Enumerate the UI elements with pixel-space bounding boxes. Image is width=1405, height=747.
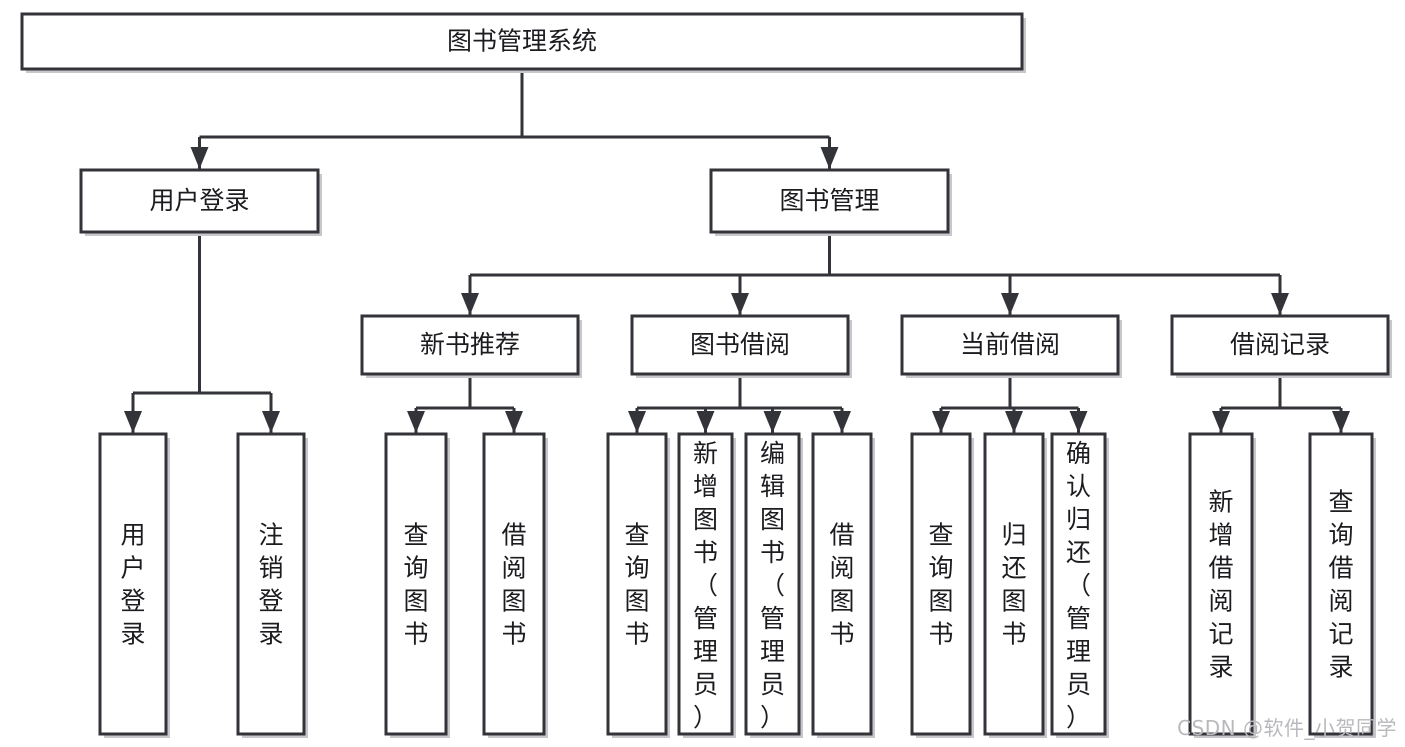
node-leaf-query-book-1[interactable]: 查询图书 <box>384 432 450 738</box>
arrow-head-icon <box>820 147 839 169</box>
node-box[interactable] <box>900 314 1120 376</box>
node-leaf-query-book-2[interactable]: 查询图书 <box>606 432 670 738</box>
node-box[interactable] <box>677 432 734 736</box>
node-box[interactable] <box>630 314 850 376</box>
arrow-head-icon <box>1271 293 1289 315</box>
node-book-borrow[interactable]: 图书借阅 <box>630 314 852 378</box>
node-box[interactable] <box>1050 432 1107 736</box>
node-label: 当前借阅 <box>960 330 1060 359</box>
node-label: 用户登录 <box>149 186 249 215</box>
node-leaf-query-record[interactable]: 查询借阅记录 <box>1308 432 1376 738</box>
node-box[interactable] <box>79 168 320 234</box>
arrow-head-icon <box>124 411 142 433</box>
node-label: 借阅图书 <box>501 521 526 649</box>
node-box[interactable] <box>606 432 668 736</box>
node-box[interactable] <box>1170 314 1390 376</box>
node-box[interactable] <box>236 432 306 736</box>
node-label: 查询图书 <box>928 521 953 649</box>
arrow-head-icon <box>833 411 851 433</box>
node-box[interactable] <box>482 432 546 736</box>
node-leaf-borrow-book-2[interactable]: 借阅图书 <box>811 432 875 738</box>
node-box[interactable] <box>983 432 1045 736</box>
node-box[interactable] <box>1308 432 1374 736</box>
node-box[interactable] <box>1188 432 1254 736</box>
watermark-text: CSDN @软件_小贺同学 <box>1177 716 1397 740</box>
node-book-manage[interactable]: 图书管理 <box>709 168 952 236</box>
arrow-head-icon <box>1005 411 1023 433</box>
node-label: 借阅记录 <box>1230 330 1330 359</box>
arrow-head-icon <box>461 293 479 315</box>
node-leaf-borrow-book-1[interactable]: 借阅图书 <box>482 432 548 738</box>
node-box[interactable] <box>744 432 801 736</box>
node-new-book-recommend[interactable]: 新书推荐 <box>360 314 582 378</box>
node-current-borrow[interactable]: 当前借阅 <box>900 314 1122 378</box>
arrow-head-icon <box>932 411 950 433</box>
arrow-head-icon <box>1212 411 1230 433</box>
node-label: 查询图书 <box>403 521 428 649</box>
node-label: 图书管理 <box>779 186 879 215</box>
node-label: 确认归还（管理员） <box>1066 439 1091 732</box>
node-label: 新书推荐 <box>420 330 520 359</box>
arrow-head-icon <box>1069 411 1088 433</box>
arrow-head-icon <box>731 293 749 315</box>
node-box[interactable] <box>360 314 580 376</box>
node-label: 查询图书 <box>624 521 649 649</box>
node-leaf-add-record[interactable]: 新增借阅记录 <box>1188 432 1256 738</box>
node-box[interactable] <box>910 432 972 736</box>
node-leaf-query-book-3[interactable]: 查询图书 <box>910 432 974 738</box>
node-box[interactable] <box>384 432 448 736</box>
node-leaf-edit-book[interactable]: 编辑图书（管理员） <box>744 432 803 738</box>
node-root[interactable]: 图书管理系统 <box>20 12 1026 73</box>
arrow-head-icon <box>262 411 280 433</box>
node-label: 查询借阅记录 <box>1328 488 1353 682</box>
arrow-head-icon <box>763 411 782 433</box>
node-label: 用户登录 <box>120 521 145 649</box>
node-user-login[interactable]: 用户登录 <box>79 168 322 236</box>
arrow-head-icon <box>1001 293 1019 315</box>
nodes-layer: 图书管理系统用户登录图书管理新书推荐图书借阅当前借阅借阅记录用户登录注销登录查询… <box>20 12 1392 738</box>
arrow-head-icon <box>190 147 209 169</box>
node-label: 新增借阅记录 <box>1208 488 1233 682</box>
node-label: 注销登录 <box>258 521 283 649</box>
arrow-head-icon <box>505 411 523 433</box>
node-label: 图书借阅 <box>690 330 790 359</box>
node-borrow-record[interactable]: 借阅记录 <box>1170 314 1392 378</box>
arrow-head-icon <box>696 411 715 433</box>
node-box[interactable] <box>98 432 168 736</box>
node-label: 借阅图书 <box>829 521 854 649</box>
node-box[interactable] <box>709 168 950 234</box>
node-label: 图书管理系统 <box>447 27 597 56</box>
node-label: 编辑图书（管理员） <box>760 439 785 732</box>
node-label: 归还图书 <box>1001 521 1026 649</box>
arrow-head-icon <box>407 411 425 433</box>
node-box[interactable] <box>811 432 873 736</box>
node-leaf-return-book[interactable]: 归还图书 <box>983 432 1047 738</box>
node-leaf-confirm-return[interactable]: 确认归还（管理员） <box>1050 432 1109 738</box>
node-leaf-add-book[interactable]: 新增图书（管理员） <box>677 432 736 738</box>
edges-layer <box>124 69 1350 433</box>
node-box[interactable] <box>20 12 1024 71</box>
node-label: 新增图书（管理员） <box>693 439 718 732</box>
arrow-head-icon <box>1332 411 1350 433</box>
node-leaf-user-logout[interactable]: 注销登录 <box>236 432 308 738</box>
arrow-head-icon <box>628 411 646 433</box>
node-leaf-user-login[interactable]: 用户登录 <box>98 432 170 738</box>
